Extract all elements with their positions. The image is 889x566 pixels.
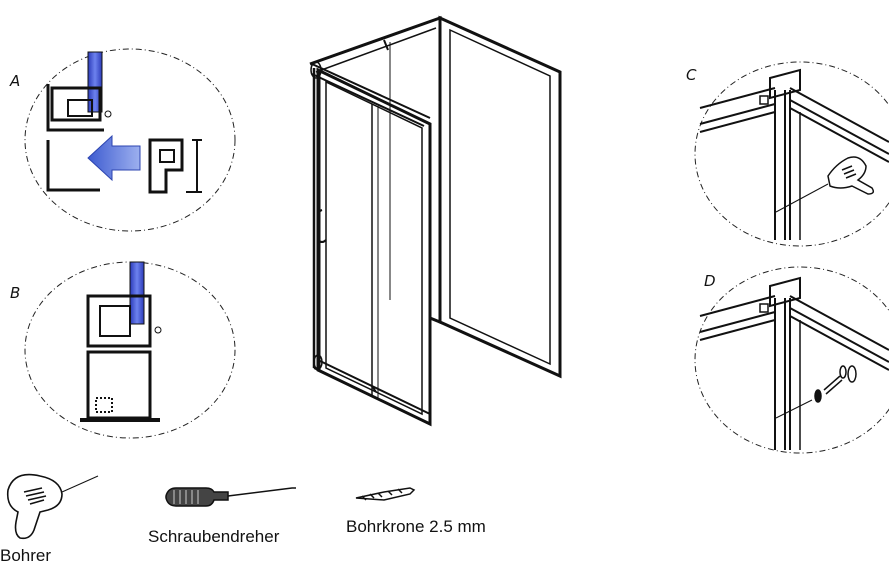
screwdriver-label: Schraubendreher	[148, 527, 280, 546]
detail-a-circle	[24, 48, 236, 232]
detail-d: D	[694, 266, 889, 454]
detail-c-label: C	[686, 66, 697, 84]
wall-profile	[50, 86, 102, 122]
detail-a-label: A	[9, 72, 20, 90]
detail-b-label: B	[10, 284, 20, 302]
blue-profile	[129, 261, 145, 325]
screw-icon	[775, 365, 857, 419]
drill-icon	[6, 473, 99, 540]
detail-a: A	[9, 48, 236, 232]
detail-d-circle	[694, 266, 889, 454]
door-profile	[148, 138, 184, 194]
detail-b: B	[10, 261, 236, 439]
drill-bit-label: Bohrkrone 2.5 mm	[346, 517, 486, 536]
drill-bit-icon	[355, 487, 416, 501]
detail-c: C	[686, 61, 889, 247]
detail-c-circle	[694, 61, 889, 247]
drill-label: Bohrer	[0, 546, 52, 565]
drill-icon	[775, 156, 875, 213]
insert-arrow	[87, 134, 141, 182]
screwdriver-icon	[165, 487, 296, 507]
shower-enclosure	[309, 15, 562, 427]
detail-d-label: D	[704, 272, 716, 290]
